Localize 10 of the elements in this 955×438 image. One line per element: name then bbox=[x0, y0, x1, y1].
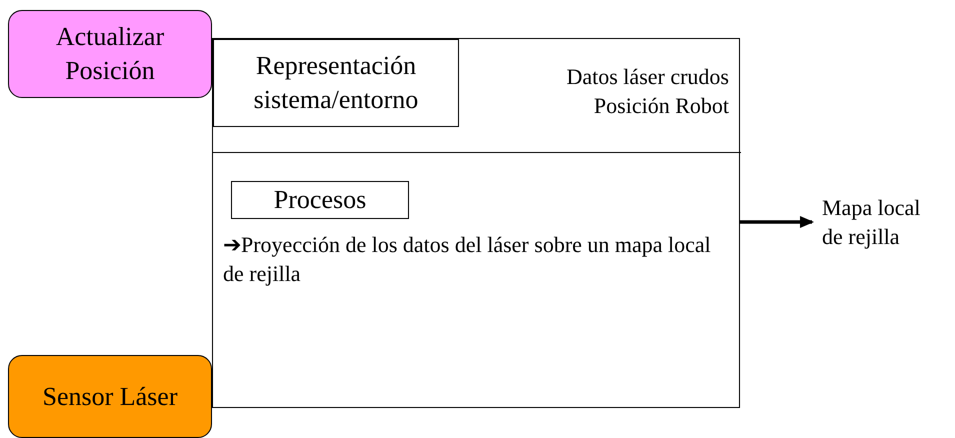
process-description: ➔Proyección de los datos del láser sobre un mapa local de rejilla bbox=[223, 231, 712, 288]
sensor-box: Sensor Láser bbox=[8, 355, 212, 438]
arrow bbox=[740, 216, 814, 228]
header-section bbox=[213, 39, 741, 153]
representation-box: Representación sistema/entorno bbox=[213, 39, 459, 127]
process-title-box: Procesos bbox=[231, 181, 409, 219]
output-label: Mapa local de rejilla bbox=[822, 190, 942, 256]
process-box: Actualizar Posición bbox=[8, 10, 212, 98]
data-text: Datos láser crudos Posición Robot bbox=[565, 63, 729, 120]
module-box bbox=[212, 38, 740, 408]
